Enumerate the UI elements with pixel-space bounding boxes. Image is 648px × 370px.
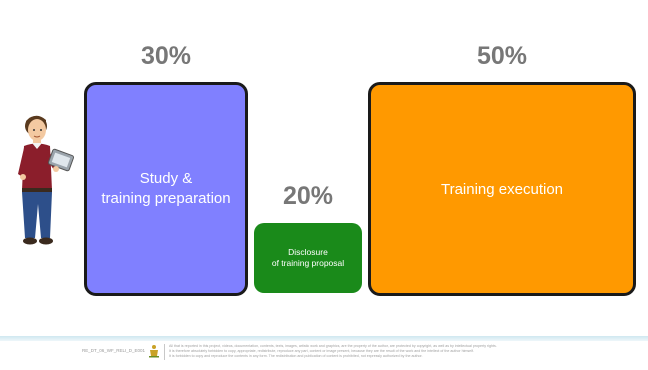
training-execution-percent: 50% xyxy=(476,42,528,70)
disclosure-label-line2: of training proposal xyxy=(271,258,345,268)
footer-divider xyxy=(0,336,648,341)
author-logo-icon xyxy=(149,345,159,358)
disclosure-label-line1: Disclosure xyxy=(288,247,328,257)
footer-disclaimer: All that is reported in this project, vi… xyxy=(169,344,609,359)
man-with-tablet-icon xyxy=(18,115,75,245)
study-preparation-label-line2: training preparation xyxy=(101,190,231,207)
study-preparation-label-line1: Study & xyxy=(139,170,193,187)
study-preparation-percent: 30% xyxy=(140,42,192,70)
footer-document-code: RE_DT_06_WF_RELI_D_E001 xyxy=(82,348,146,353)
disclosure-percent: 20% xyxy=(282,182,334,210)
footer-separator xyxy=(164,344,165,360)
footer-disclaimer-line1: All that is reported in this project, vi… xyxy=(169,344,497,348)
footer-disclaimer-line3: It is forbidden to copy and reproduce th… xyxy=(169,354,423,358)
disclosure-block: Disclosure of training proposal xyxy=(254,223,362,293)
footer-disclaimer-line2: It is therefore absolutely forbidden to … xyxy=(169,349,474,353)
training-execution-label: Training execution xyxy=(440,180,563,198)
study-preparation-block: Study & training preparation xyxy=(84,82,248,296)
training-execution-block: Training execution xyxy=(368,82,636,296)
